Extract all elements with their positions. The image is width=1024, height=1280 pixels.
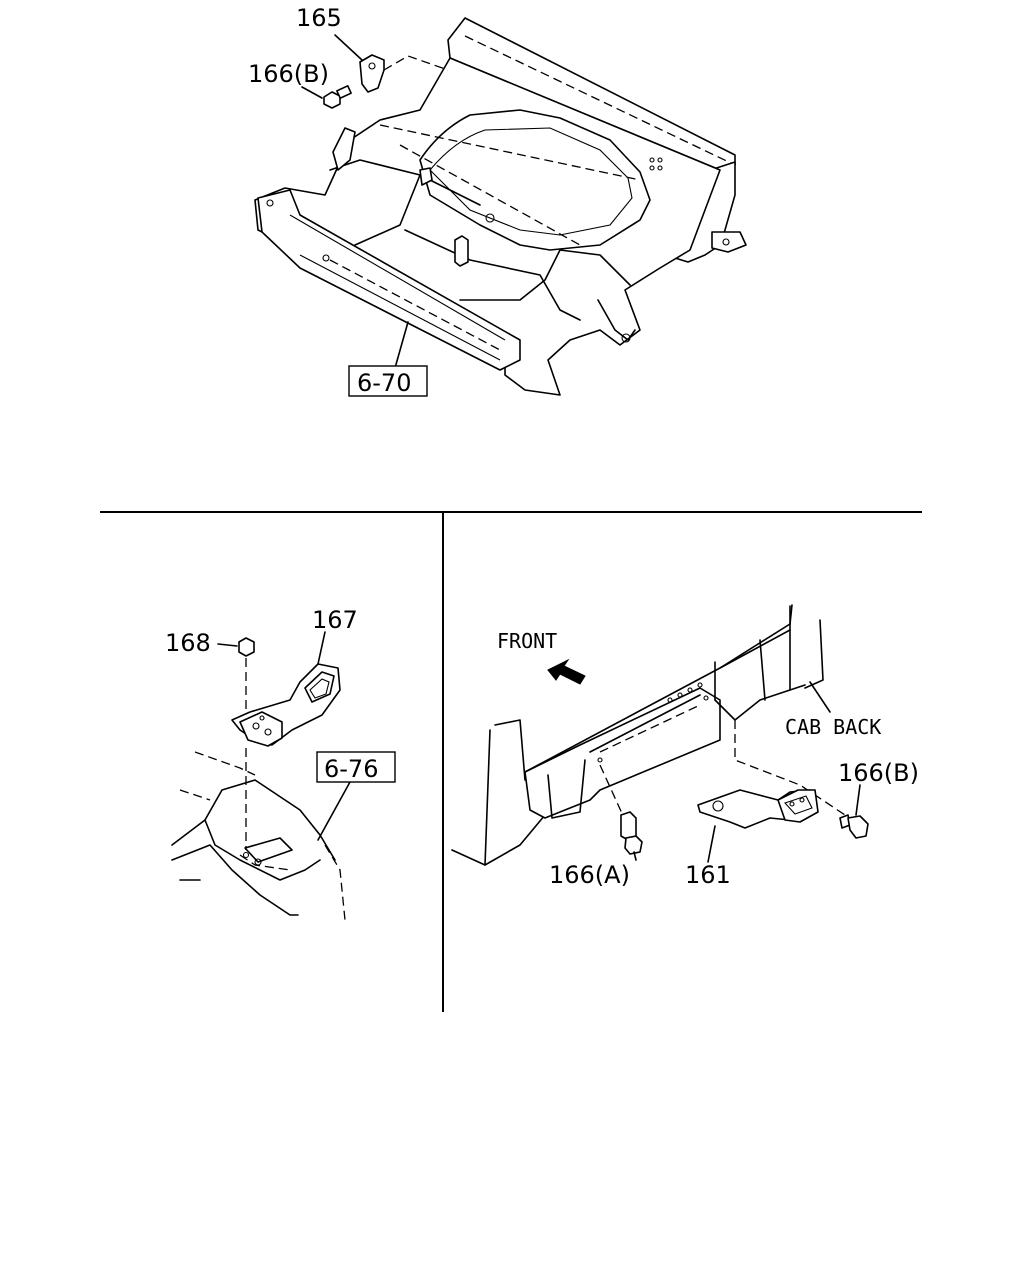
leader-166b-right [855, 784, 861, 816]
leader-166b-top [301, 86, 323, 99]
cab-back-label: CAB BACK [785, 715, 881, 739]
part-166b-bolt-top [301, 85, 352, 109]
callout-167: 167 [312, 606, 358, 634]
leader-166a [633, 851, 637, 861]
part-167-bracket [231, 631, 341, 747]
front-label: FRONT [497, 629, 557, 653]
leader-165 [334, 34, 363, 61]
part-166b-bolt-right [839, 784, 869, 839]
part-168-nut [217, 637, 255, 859]
cab-floor-assembly [254, 17, 747, 396]
leader-161 [707, 825, 716, 863]
front-arrow-icon [547, 658, 586, 685]
leader-6-76 [317, 781, 351, 841]
callout-166a: 166(A) [549, 861, 630, 889]
callout-168: 168 [165, 629, 211, 657]
callout-165: 165 [296, 4, 342, 32]
left-detail-floor [171, 751, 351, 921]
part-166a-bolt [620, 811, 643, 861]
callout-161: 161 [685, 861, 731, 889]
part-161-bracket [697, 789, 819, 863]
leader-167 [317, 631, 326, 665]
ref-box-6-76 [316, 751, 396, 783]
ref-6-76: 6-76 [324, 755, 378, 783]
ref-6-70: 6-70 [357, 369, 411, 397]
leader-168 [217, 643, 238, 647]
ref-box-6-70 [348, 365, 428, 397]
callout-166b-right: 166(B) [838, 759, 919, 787]
leader-cab-back [809, 681, 831, 713]
callout-166b-top: 166(B) [248, 60, 329, 88]
right-detail-frame [451, 604, 846, 866]
part-165-bracket [334, 34, 449, 93]
leader-6-70 [394, 321, 409, 369]
